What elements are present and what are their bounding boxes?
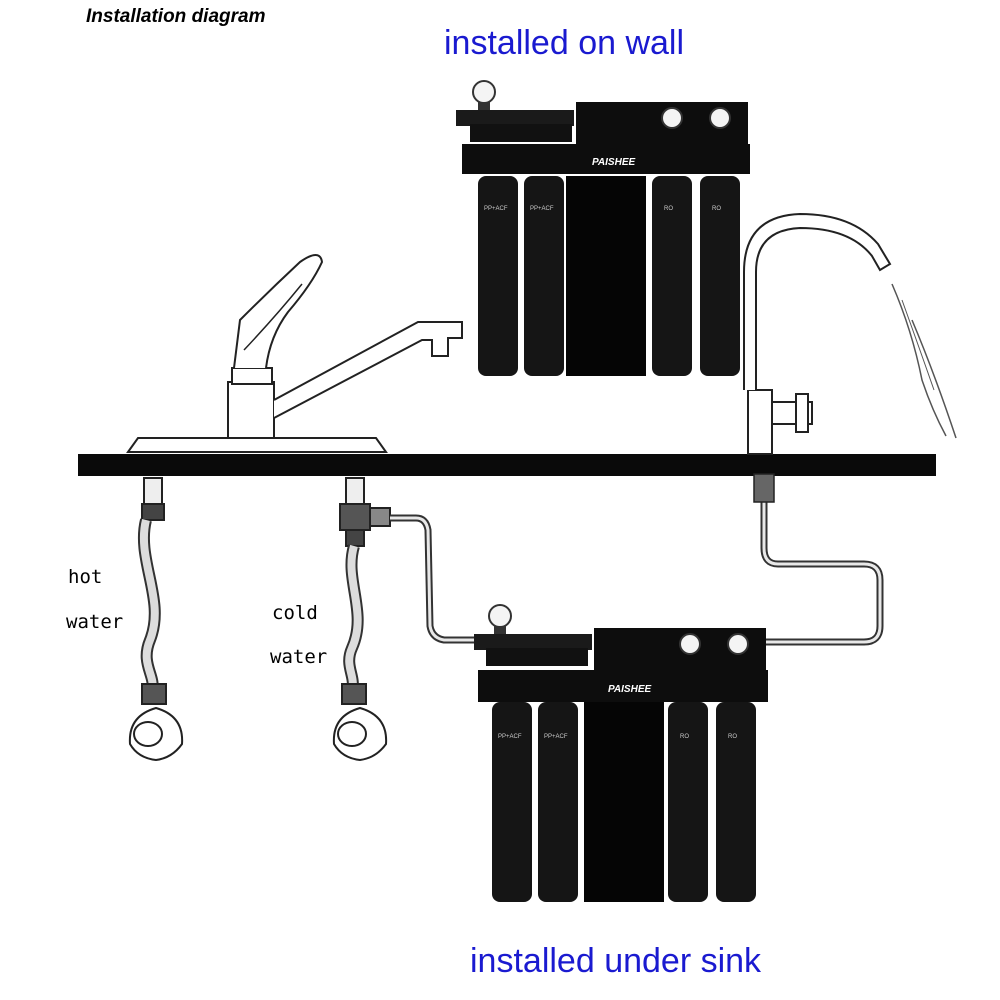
wall-filter-4-label: RO bbox=[712, 206, 721, 212]
wall-filter-2-label: PP+ACF bbox=[530, 206, 554, 212]
cold-label-line1: cold bbox=[272, 602, 318, 624]
cold-label-line2: water bbox=[270, 646, 328, 668]
feed-pipe bbox=[390, 514, 486, 644]
sink-unit: PAISHEE PP+ACF PP+ACF RO RO bbox=[474, 604, 768, 902]
sink-filter-2-label: PP+ACF bbox=[544, 734, 568, 740]
wall-filter-1-label: PP+ACF bbox=[484, 206, 508, 212]
drinking-faucet-icon bbox=[743, 212, 957, 455]
wall-unit-brand: PAISHEE bbox=[592, 157, 635, 168]
hot-label-line1: hot bbox=[68, 566, 103, 588]
sink-filter-3-label: RO bbox=[680, 734, 689, 740]
caption-installed-under-sink: installed under sink bbox=[470, 942, 762, 980]
diagram-title: Installation diagram bbox=[86, 6, 266, 27]
output-pipe bbox=[760, 478, 884, 646]
wall-unit: PAISHEE PP+ACF PP+ACF RO RO bbox=[456, 80, 750, 376]
wall-filter-3-label: RO bbox=[664, 206, 673, 212]
hot-label-line2: water bbox=[66, 611, 124, 633]
hot-water-hose bbox=[128, 477, 184, 762]
sink-filter-1-label: PP+ACF bbox=[498, 734, 522, 740]
sink-faucet-icon bbox=[126, 254, 463, 453]
sink-filter-4-label: RO bbox=[728, 734, 737, 740]
countertop bbox=[78, 454, 936, 476]
sink-unit-brand: PAISHEE bbox=[608, 684, 651, 695]
cold-water-hose bbox=[332, 477, 391, 762]
caption-installed-on-wall: installed on wall bbox=[444, 24, 685, 62]
